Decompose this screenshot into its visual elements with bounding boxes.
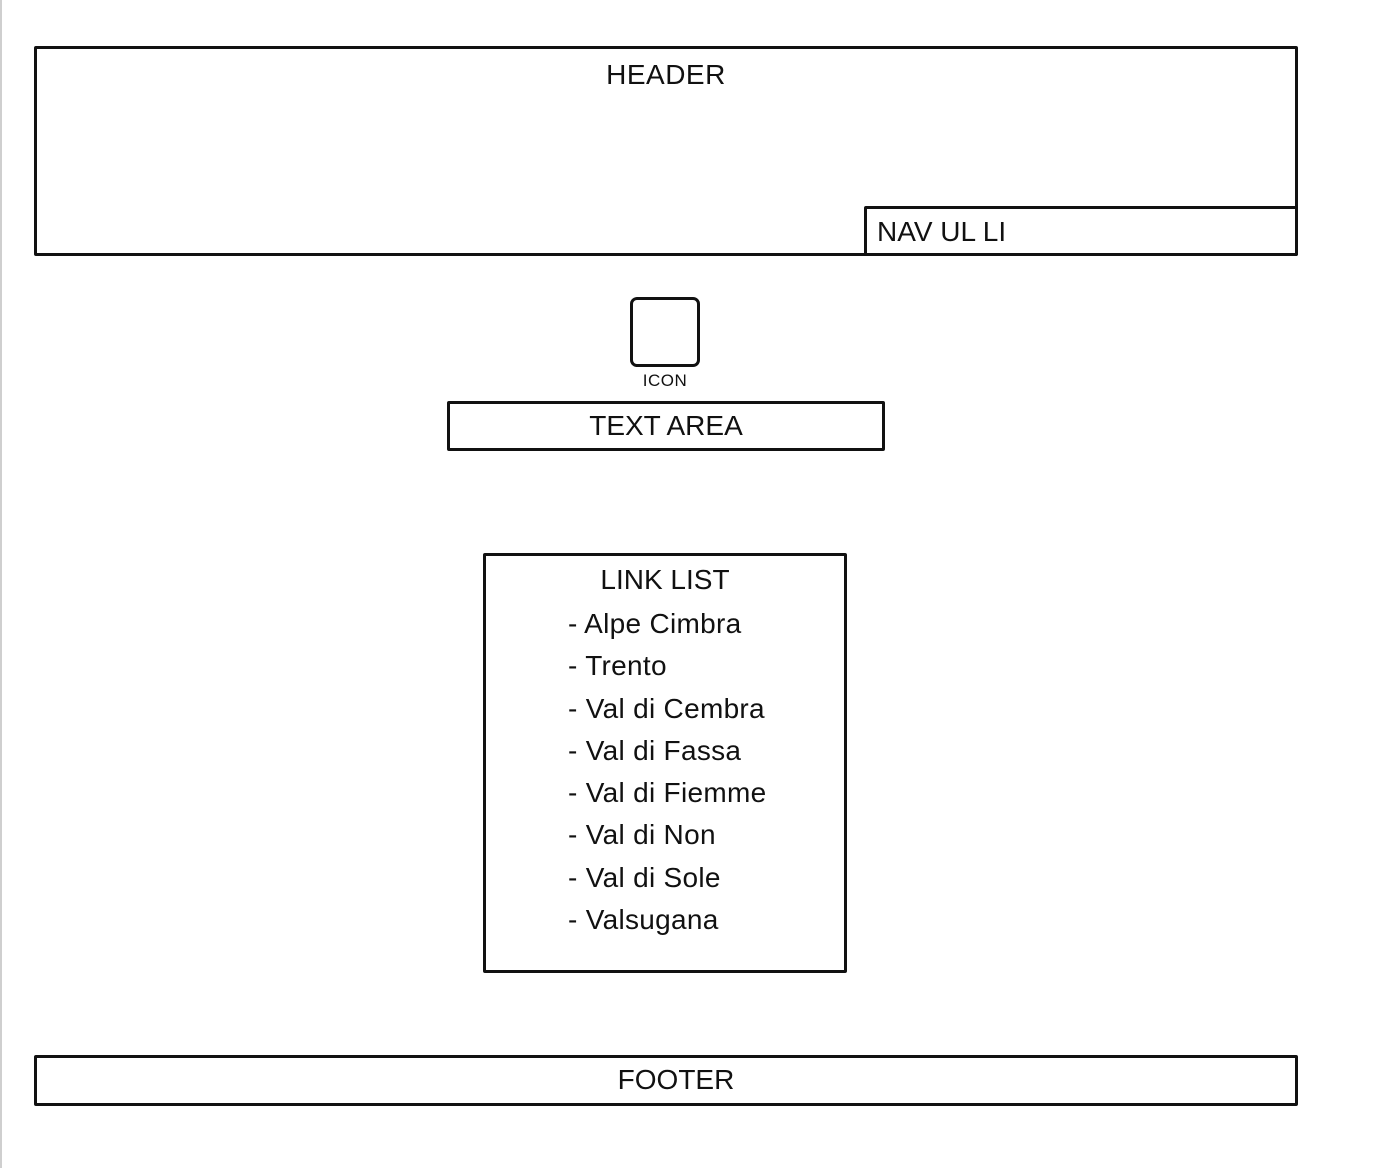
text-area-label: TEXT AREA	[589, 410, 743, 441]
text-area-box: TEXT AREA	[447, 401, 885, 451]
link-list-title: LINK LIST	[600, 564, 730, 595]
icon-label: ICON	[642, 371, 688, 390]
header-box: HEADER	[34, 46, 1298, 256]
header-label: HEADER	[606, 59, 726, 90]
footer-box: FOOTER	[34, 1055, 1298, 1106]
nav-label: NAV UL LI	[877, 216, 1007, 247]
link-item-valsugana[interactable]: - Valsugana	[568, 904, 719, 936]
link-item-val-di-fassa[interactable]: - Val di Fassa	[568, 734, 742, 766]
link-item-val-di-non[interactable]: - Val di Non	[568, 819, 716, 851]
nav-box[interactable]: NAV UL LI	[864, 206, 1298, 256]
link-item-val-di-cembra[interactable]: - Val di Cembra	[568, 692, 765, 724]
link-list: - Alpe Cimbra - Trento - Val di Cembra -…	[568, 603, 766, 941]
page-left-border	[0, 0, 2, 1168]
placeholder-square-icon	[630, 297, 700, 367]
link-item-alpe-cimbra[interactable]: - Alpe Cimbra	[568, 608, 742, 639]
footer-label: FOOTER	[617, 1064, 735, 1095]
link-list-box: LINK LIST - Alpe Cimbra - Trento - Val d…	[483, 553, 847, 973]
link-item-val-di-sole[interactable]: - Val di Sole	[568, 861, 721, 893]
link-item-trento[interactable]: - Trento	[568, 650, 667, 682]
link-item-val-di-fiemme[interactable]: - Val di Fiemme	[568, 777, 767, 809]
